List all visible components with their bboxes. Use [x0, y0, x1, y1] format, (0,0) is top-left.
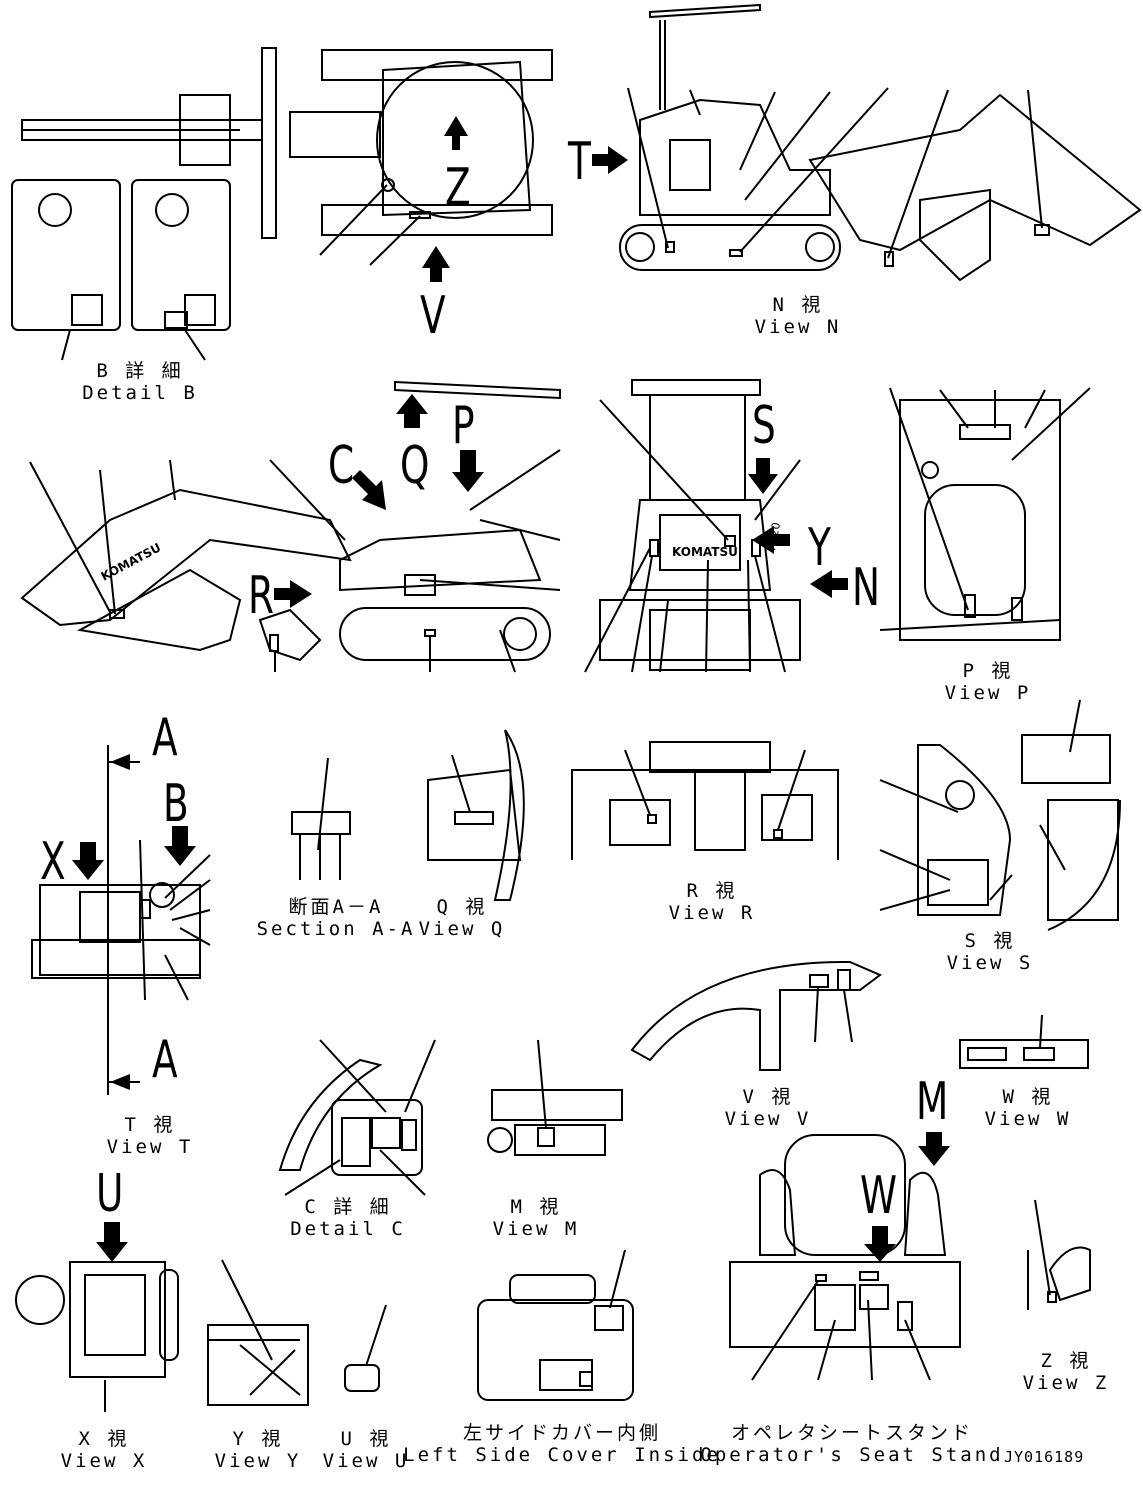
arrow-letter-v: V: [420, 286, 446, 346]
arrow-letter-n: N: [852, 558, 881, 618]
view-q-drawing: [427, 729, 525, 901]
rear-view-drawing: [599, 379, 801, 671]
arrow-letter-u: U: [96, 1164, 124, 1224]
section-aa-drawing: [291, 811, 351, 880]
drawing-code: JY016189: [1004, 1448, 1085, 1466]
arrow-letter-a-bottom: A: [152, 1030, 178, 1090]
arrow-letter-m: M: [916, 1072, 949, 1132]
left-cover-drawing: [477, 1274, 634, 1401]
view-m-drawing: [487, 1089, 623, 1156]
detail-b-drawing: [11, 179, 231, 361]
arrow-letter-x: X: [40, 832, 66, 892]
view-y-drawing: [207, 1324, 309, 1406]
arrow-letter-a-top: A: [152, 708, 178, 768]
arrow-letter-w: W: [860, 1166, 898, 1226]
arrow-t-right: [592, 146, 628, 174]
view-s-drawing: [917, 734, 1121, 931]
detail-c-drawing: [278, 1058, 423, 1176]
view-x-drawing: [15, 1261, 179, 1412]
arrow-letter-r: R: [248, 566, 275, 626]
arrow-letter-p: P: [452, 396, 475, 456]
arrow-a-bottom: [110, 1074, 130, 1090]
arrow-letter-q: Q: [400, 436, 430, 496]
arrow-s-down: [748, 458, 778, 494]
view-r-drawing: [571, 741, 839, 860]
arrow-c-diag: [352, 470, 386, 510]
view-p-drawing: [879, 399, 1061, 641]
arrow-m-down: [918, 1132, 950, 1166]
arrow-w-down: [864, 1226, 896, 1262]
arrow-v-up: [422, 246, 450, 282]
left-side-view-drawing: [20, 380, 561, 662]
brand-mark-rear: KOMATSU: [672, 545, 738, 559]
arrow-letter-y: Y: [808, 518, 831, 578]
view-t-drawing: [31, 745, 201, 1095]
arrow-a-top: [110, 754, 130, 770]
arrow-x-down: [72, 842, 104, 880]
arrow-letter-s: S: [752, 396, 776, 456]
arrow-b-down: [164, 826, 196, 866]
view-u-drawing: [344, 1364, 380, 1392]
arrow-u-down: [96, 1222, 128, 1262]
arrow-r-right: [274, 580, 312, 608]
view-w-drawing: [959, 1039, 1089, 1069]
arrow-letter-t: T: [568, 132, 591, 192]
arrow-y-left: [752, 526, 790, 554]
view-v-drawing: [630, 960, 882, 1071]
arrow-n-left: [810, 570, 848, 598]
arrow-up-small: [396, 394, 428, 428]
arrow-q-down: [452, 450, 484, 492]
seat-stand-drawing: [729, 1134, 961, 1348]
view-n-drawing: [619, 3, 1142, 282]
arrow-letter-c: C: [328, 436, 355, 496]
arrow-letter-b: B: [163, 774, 189, 834]
view-z-drawing: [1027, 1246, 1091, 1310]
top-view-drawing: [21, 47, 553, 239]
arrow-letter-z: Z: [445, 158, 471, 218]
arrow-z-up: [444, 116, 468, 150]
